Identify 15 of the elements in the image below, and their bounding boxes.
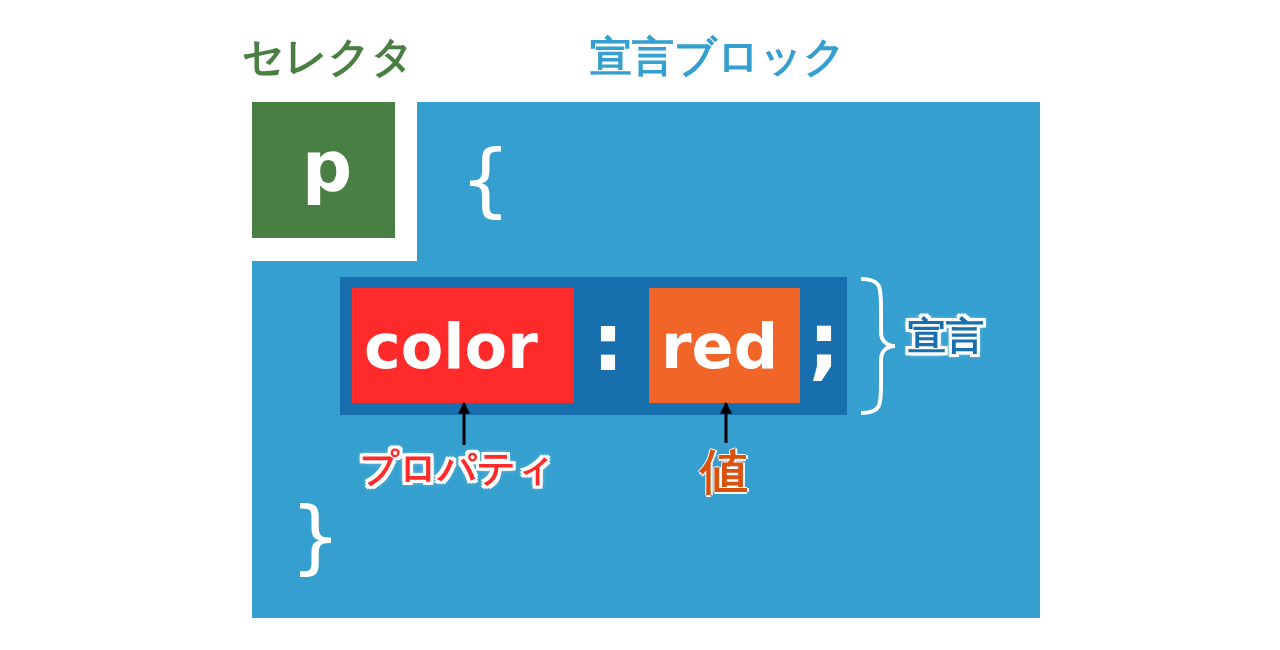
semicolon-symbol: ; bbox=[808, 303, 840, 383]
colon-symbol: : bbox=[592, 303, 624, 383]
brace-symbol: } bbox=[290, 497, 341, 577]
label-text: プロパティ bbox=[360, 449, 555, 487]
arrow bbox=[720, 401, 732, 443]
value-box bbox=[649, 288, 800, 403]
property-box bbox=[352, 288, 574, 403]
brace-symbol: { bbox=[460, 140, 511, 220]
label-text: 値 bbox=[700, 447, 748, 495]
arrow bbox=[458, 401, 470, 445]
heading: セレクタ bbox=[242, 36, 414, 78]
code-text: red bbox=[661, 316, 778, 378]
beside-label: 宣言 bbox=[908, 317, 984, 355]
heading: 宣言ブロック bbox=[590, 36, 846, 78]
code-text: color bbox=[364, 316, 538, 378]
